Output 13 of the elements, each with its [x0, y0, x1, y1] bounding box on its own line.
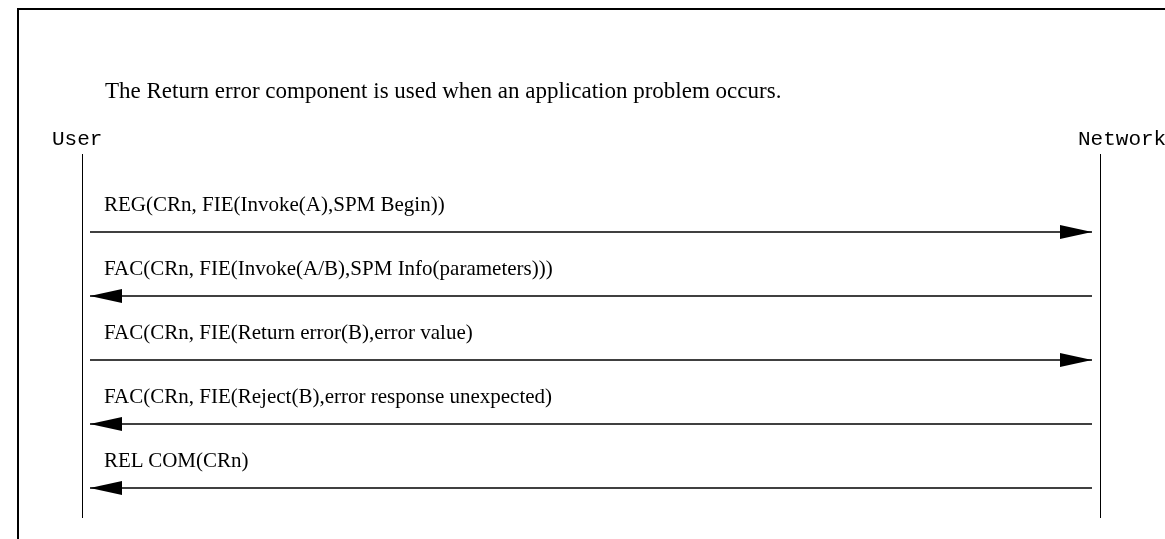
- message-arrow: [89, 417, 1093, 431]
- edge-label: FAC(CRn, FIE(Reject(B),error response unexpected): [104, 384, 553, 409]
- message-arrow: [89, 481, 1093, 495]
- participant-label: Network: [1078, 128, 1165, 151]
- edge-label: FAC(CRn, FIE(Return error(B),error value): [104, 320, 473, 345]
- caption-text: The Return error component is used when an application problem occurs.: [105, 78, 782, 104]
- edge-label: REL COM(CRn): [104, 448, 249, 473]
- edge-label: REG(CRn, FIE(Invoke(A),SPM Begin)): [104, 192, 445, 217]
- message-arrow: [89, 289, 1093, 303]
- message-arrow: [89, 225, 1093, 239]
- participant-label: User: [52, 128, 103, 151]
- edge-label: FAC(CRn, FIE(Invoke(A/B),SPM Info(parameters))): [104, 256, 553, 281]
- message-arrow: [89, 353, 1093, 367]
